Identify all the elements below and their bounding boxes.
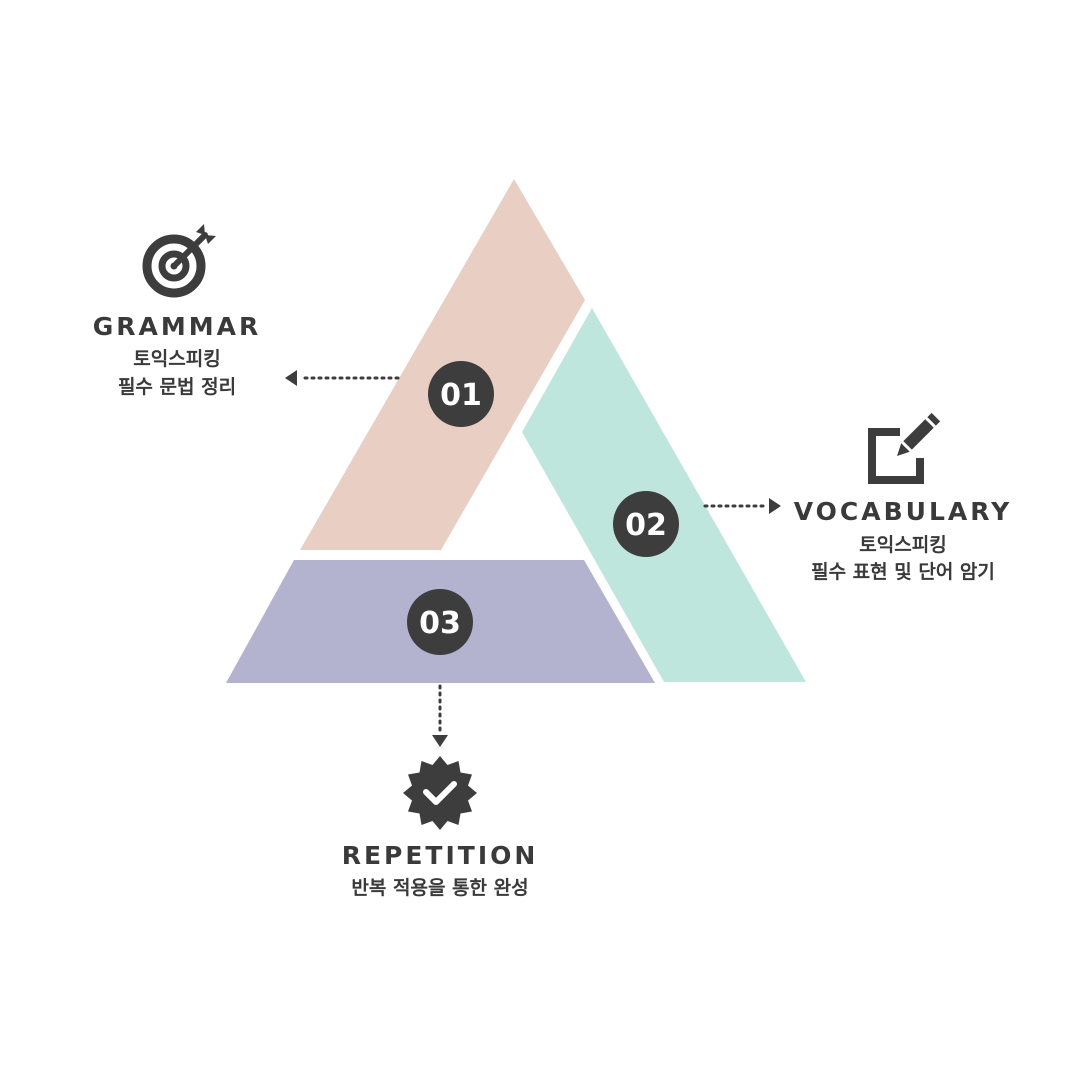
repetition-title: REPETITION [342,841,539,870]
badge-02-number: 02 [625,508,667,543]
grammar-subtitle-line-2: 필수 문법 정리 [118,376,236,398]
target-icon [142,224,216,298]
verified-badge-icon [403,756,477,830]
badge-02: 02 [613,491,679,557]
vocabulary-title: VOCABULARY [794,497,1012,526]
arrow-repetition [432,684,448,747]
vocabulary-subtitle-line-1: 토익스피킹 [859,534,946,556]
badge-03-number: 03 [419,606,461,641]
repetition-subtitle-line-1: 반복 적용을 통한 완성 [351,877,528,899]
badge-01-number: 01 [440,378,482,413]
arrow-vocabulary [703,498,781,514]
edit-icon [868,412,941,484]
grammar-subtitle-line-1: 토익스피킹 [133,348,220,370]
badge-03: 03 [407,589,473,655]
badge-01: 01 [428,361,494,427]
segment-02-vocabulary [522,308,806,682]
grammar-title: GRAMMAR [93,312,261,341]
arrow-grammar [285,370,400,386]
vocabulary-subtitle-line-2: 필수 표현 및 단어 암기 [811,561,995,583]
segment-01-grammar [300,179,585,550]
